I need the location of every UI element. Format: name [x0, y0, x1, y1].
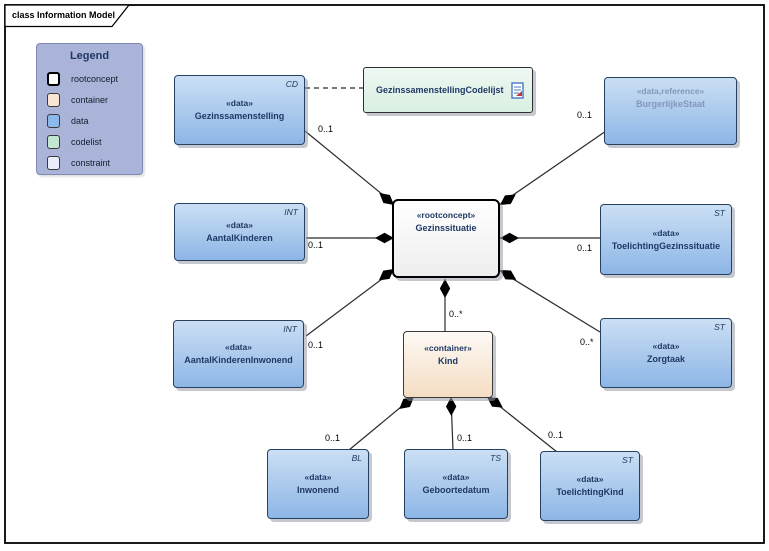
node-name: Zorgtaak	[646, 354, 685, 364]
legend-item-data: data	[47, 110, 142, 131]
node-name: AantalKinderenInwonend	[184, 355, 293, 365]
type-tag: BL	[351, 453, 362, 463]
node-aantalkinderen[interactable]: INT «data» AantalKinderen	[174, 203, 305, 261]
stereotype: «data»	[226, 98, 253, 108]
node-gezinssamenstelling-codelijst[interactable]: GezinssamenstellingCodelijst	[363, 67, 533, 113]
node-geboortedatum[interactable]: TS «data» Geboortedatum	[404, 449, 508, 519]
legend-item-constraint: constraint	[47, 152, 142, 173]
multiplicity-gezinssamenstelling: 0..1	[318, 124, 334, 134]
legend-swatch-container	[47, 92, 60, 107]
type-tag: INT	[284, 207, 298, 217]
type-tag: ST	[622, 455, 633, 465]
node-name: Gezinssamenstelling	[194, 111, 285, 121]
node-toelichting-gezinssituatie[interactable]: ST «data» ToelichtingGezinssituatie	[600, 204, 732, 275]
multiplicity-inwonend: 0..1	[325, 433, 341, 443]
stereotype: «data»	[304, 472, 332, 482]
legend-swatch-rootconcept	[47, 71, 60, 86]
node-name: GezinssamenstellingCodelijst	[376, 84, 504, 95]
stereotype: «data»	[226, 220, 253, 230]
legend-item-container: container	[47, 89, 142, 110]
node-kind[interactable]: «container» Kind	[403, 331, 493, 398]
multiplicity-aantalkindereninwonend: 0..1	[308, 340, 324, 350]
node-name: ToelichtingGezinssituatie	[611, 240, 721, 251]
multiplicity-geboortedatum: 0..1	[457, 433, 473, 443]
node-burgerlijkestaat[interactable]: «data,reference» BurgerlijkeStaat	[604, 77, 737, 145]
legend-item-codelist: codelist	[47, 131, 142, 152]
node-gezinssamenstelling[interactable]: CD «data» Gezinssamenstelling	[174, 75, 305, 145]
diagram-frame-title: class Information Model	[12, 10, 116, 20]
node-name: BurgerlijkeStaat	[635, 99, 706, 109]
type-tag: ST	[714, 208, 725, 218]
node-name: Geboortedatum	[422, 485, 490, 495]
node-gezinssituatie[interactable]: «rootconcept» Gezinssituatie	[392, 199, 500, 278]
legend-title: Legend	[69, 50, 110, 62]
node-name: Kind	[438, 356, 458, 366]
multiplicity-aantalkinderen: 0..1	[308, 240, 324, 250]
stereotype: «data,reference»	[636, 86, 705, 96]
multiplicity-zorgtaak: 0..*	[580, 337, 594, 347]
legend-swatch-constraint	[47, 155, 60, 170]
node-inwonend[interactable]: BL «data» Inwonend	[267, 449, 369, 519]
node-name: Inwonend	[297, 485, 339, 495]
node-toelichtingkind[interactable]: ST «data» ToelichtingKind	[540, 451, 640, 521]
stereotype: «rootconcept»	[416, 210, 476, 220]
codelist-document-icon	[511, 81, 524, 99]
multiplicity-burgerlijkestaat: 0..1	[577, 110, 593, 120]
legend-swatch-codelist	[47, 134, 60, 149]
multiplicity-toelichting-gezinssituatie: 0..1	[577, 243, 593, 253]
stereotype: «container»	[424, 343, 472, 353]
type-tag: CD	[285, 79, 298, 89]
multiplicity-toelichtingkind: 0..1	[548, 430, 564, 440]
node-name: ToelichtingKind	[556, 487, 624, 497]
stereotype: «data»	[652, 341, 680, 351]
node-zorgtaak[interactable]: ST «data» Zorgtaak	[600, 318, 732, 388]
stereotype: «data»	[225, 342, 252, 352]
node-name: AantalKinderen	[206, 233, 273, 243]
stereotype: «data»	[576, 474, 604, 484]
stereotype: «data»	[442, 472, 470, 482]
legend-swatch-data	[47, 113, 60, 128]
legend-panel: Legend rootconcept container data codeli…	[36, 43, 143, 175]
legend-item-rootconcept: rootconcept	[47, 68, 142, 89]
type-tag: ST	[714, 322, 725, 332]
node-aantalkindereninwonend[interactable]: INT «data» AantalKinderenInwonend	[173, 320, 304, 388]
type-tag: TS	[490, 453, 501, 463]
node-name: Gezinssituatie	[415, 223, 477, 233]
multiplicity-kind: 0..*	[449, 309, 463, 319]
type-tag: INT	[283, 324, 297, 334]
stereotype: «data»	[652, 227, 680, 238]
